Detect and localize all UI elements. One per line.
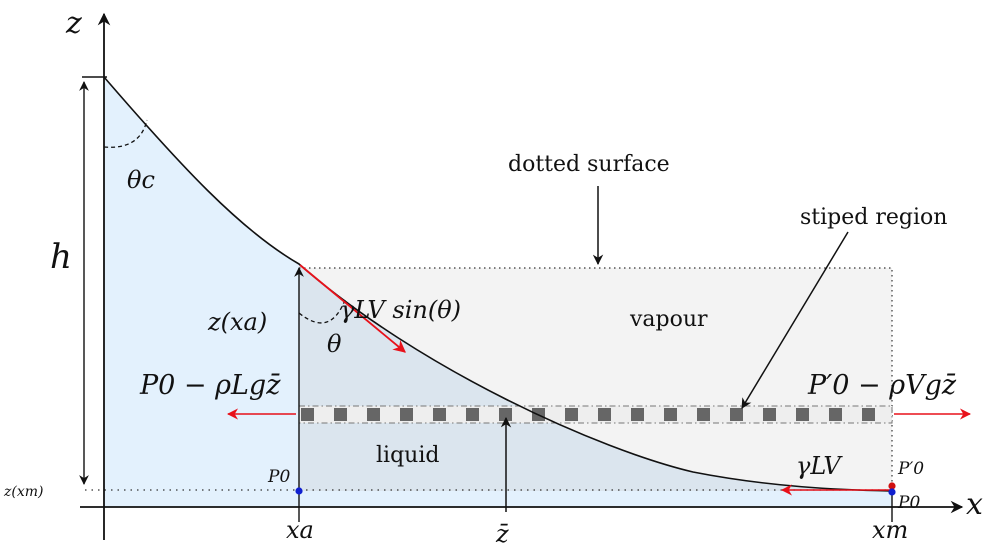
- stripe-square: [730, 408, 743, 421]
- striped-region: [298, 405, 893, 424]
- p0-label-right: P0: [897, 493, 920, 513]
- stripe-square: [862, 408, 875, 421]
- stripe-square: [664, 408, 677, 421]
- pressure-left-label: P0 − ρLgz̄: [139, 370, 281, 401]
- gamma-lv-sin-label: γLV sin(θ): [340, 296, 461, 324]
- xa-label: xa: [286, 516, 314, 544]
- xm-label: xm: [872, 516, 908, 544]
- stripe-square: [301, 408, 314, 421]
- stripe-square: [466, 408, 479, 421]
- x-axis-label: x: [966, 487, 983, 522]
- liquid-label: liquid: [376, 443, 439, 468]
- surface-tension-arrow-xa: [299, 264, 406, 353]
- pressure-right-label: P′0 − ρVgz̄: [807, 370, 957, 401]
- z-axis-label: z: [65, 6, 82, 41]
- theta-c-arc: [103, 119, 148, 148]
- theta-arc: [298, 299, 346, 324]
- p0-label-left: P0: [267, 467, 290, 487]
- stripe-square: [400, 408, 413, 421]
- p0-point-xm: [888, 488, 896, 496]
- stripe-square: [763, 408, 776, 421]
- stripe-square: [598, 408, 611, 421]
- striped-region-pointer: [741, 231, 849, 409]
- stripe-square: [829, 408, 842, 421]
- p0-point-xa: [295, 487, 303, 495]
- stripe-square: [565, 408, 578, 421]
- stripe-square: [433, 408, 446, 421]
- gamma-lv-label: γLV: [796, 452, 843, 480]
- z-xm-label: z(xm): [3, 484, 43, 500]
- z-xa-label: z(xa): [207, 308, 267, 336]
- vapour-label: vapour: [629, 307, 708, 332]
- stripe-square: [334, 408, 347, 421]
- theta-label: θ: [327, 330, 342, 358]
- p0-prime-label: P′0: [897, 459, 924, 479]
- vapour-region: [299, 264, 892, 491]
- p0-prime-point: [888, 482, 896, 490]
- striped-region-annotation: stiped region: [800, 205, 947, 230]
- zbar-label: z̄: [495, 520, 509, 548]
- liquid-control-volume: [299, 264, 892, 491]
- dotted-surface-annotation: dotted surface: [508, 152, 670, 177]
- stripe-square: [631, 408, 644, 421]
- h-label: h: [50, 237, 72, 277]
- stripe-square: [367, 408, 380, 421]
- theta-c-label: θc: [127, 166, 155, 194]
- stripe-square: [796, 408, 809, 421]
- stripe-square: [697, 408, 710, 421]
